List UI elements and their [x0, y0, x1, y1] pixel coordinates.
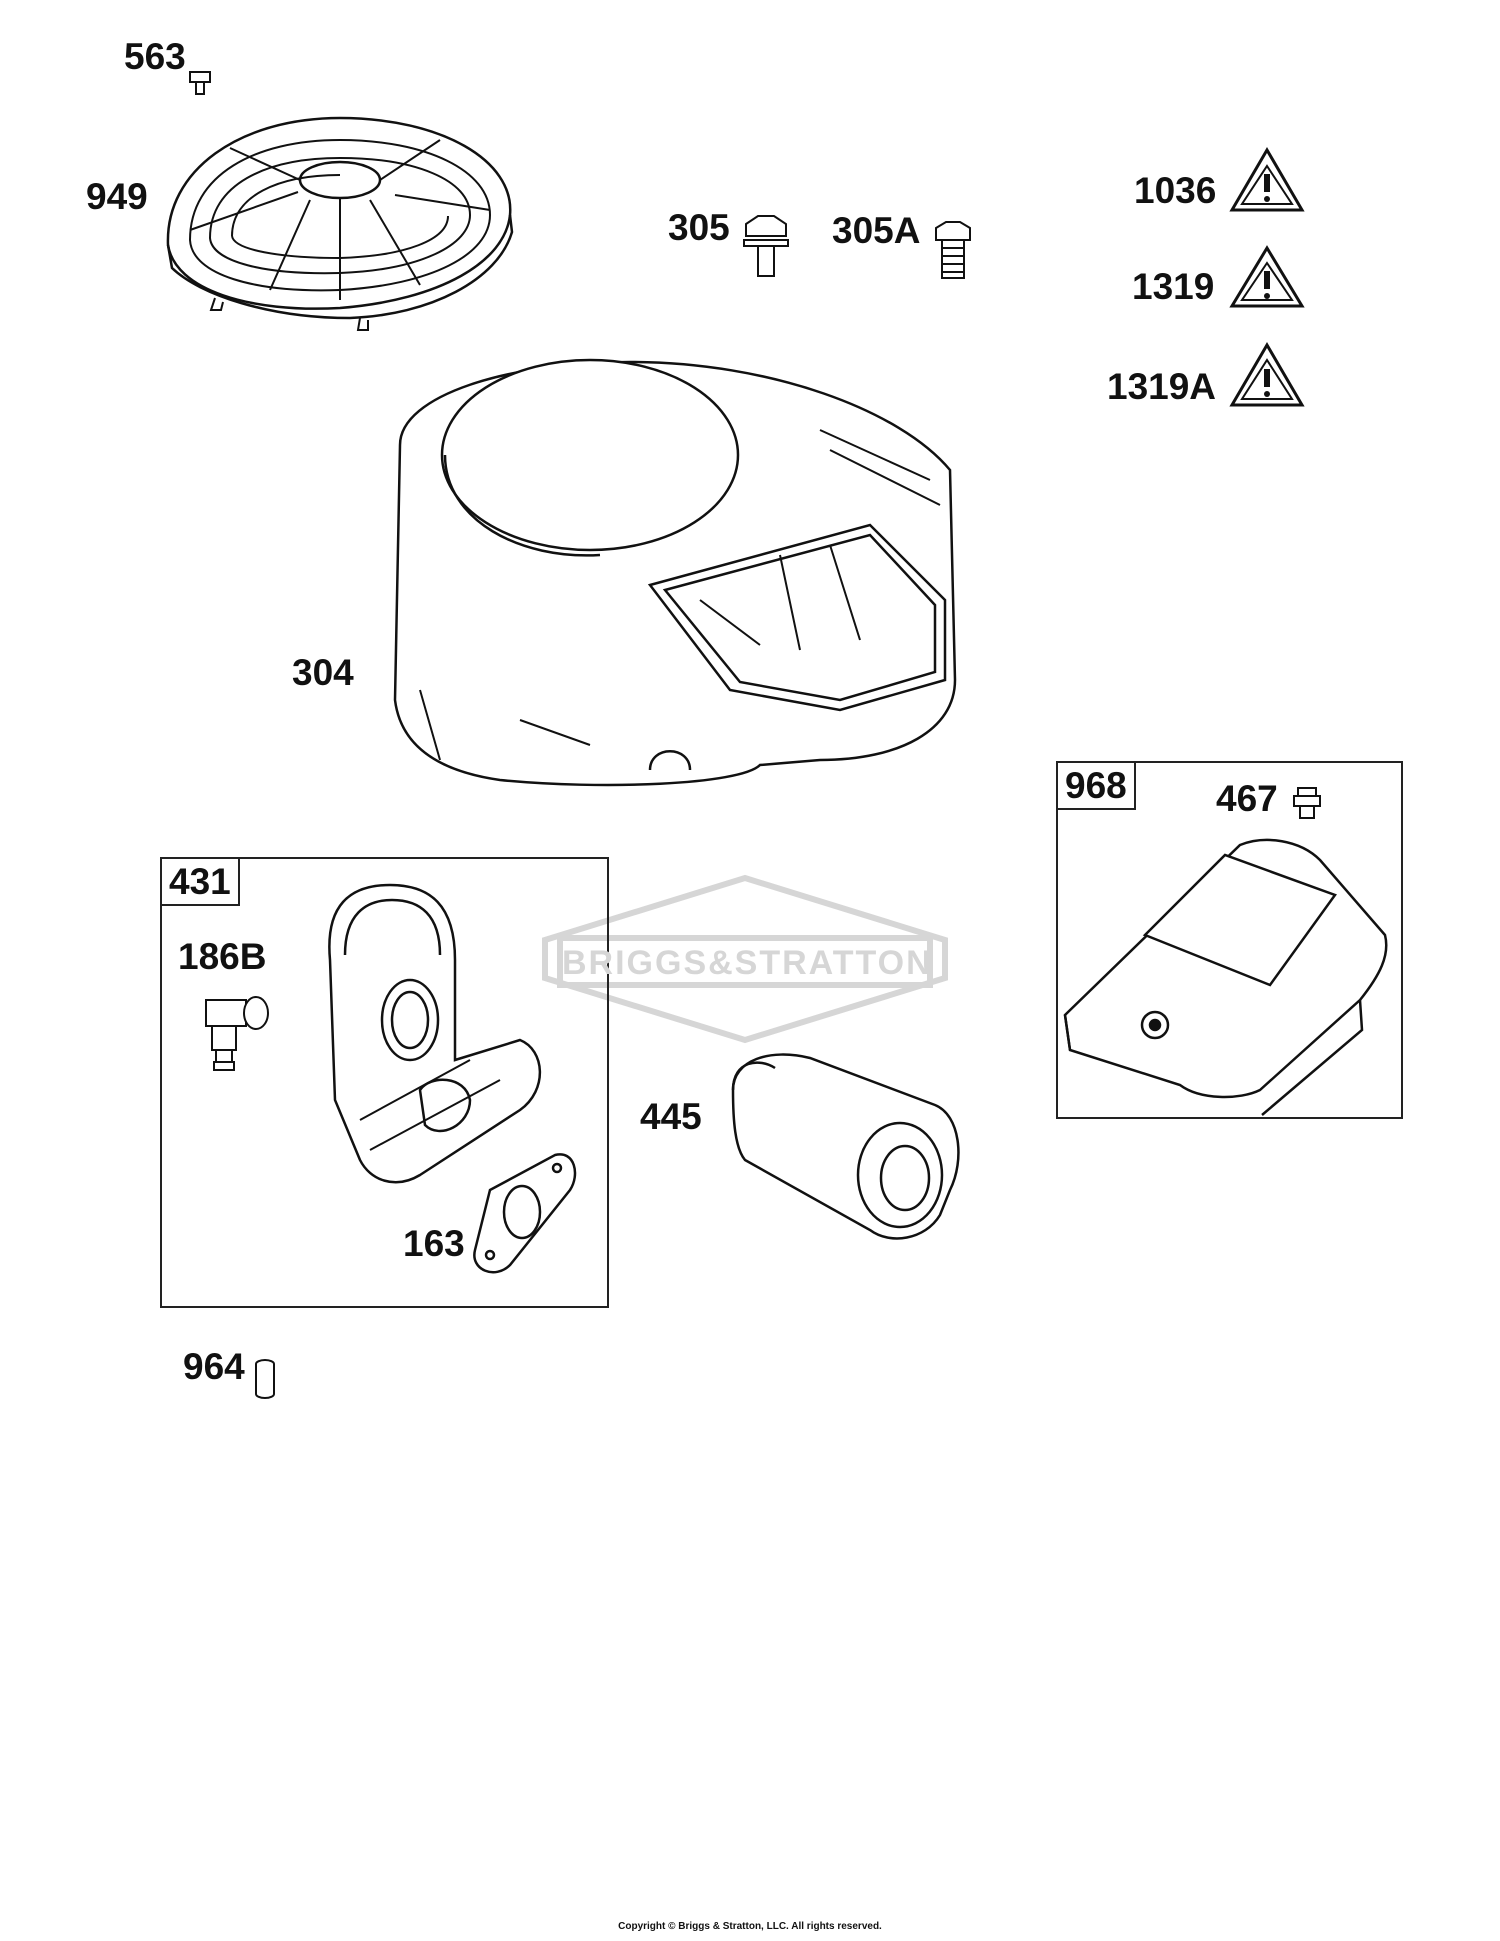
kit-label-431: 431	[162, 859, 240, 906]
bolt-305-icon	[743, 215, 789, 277]
kit-box-431: 431	[160, 857, 609, 1308]
part-label-163: 163	[403, 1223, 465, 1264]
warning-label-1319-icon	[1229, 245, 1305, 308]
air-filter-445-icon	[731, 1053, 960, 1240]
blower-grille-949-icon	[166, 116, 514, 331]
part-label-305: 305	[668, 207, 730, 248]
elbow-fitting-186b-icon	[205, 996, 269, 1071]
spacer-964-icon	[255, 1359, 275, 1399]
air-intake-431-icon	[328, 883, 542, 1184]
blower-housing-304-icon	[393, 358, 957, 787]
part-label-445: 445	[640, 1096, 702, 1137]
part-label-467: 467	[1216, 778, 1278, 819]
part-label-1036: 1036	[1134, 170, 1217, 211]
watermark-brand-text: BRIGGS&STRATTON	[562, 944, 933, 982]
part-label-949: 949	[86, 176, 148, 217]
part-label-1319: 1319	[1132, 266, 1215, 307]
part-label-305a: 305A	[832, 210, 921, 251]
part-label-1319a: 1319A	[1107, 366, 1217, 407]
part-label-186b: 186B	[178, 936, 267, 977]
briggs-stratton-watermark-logo	[542, 874, 948, 1044]
copyright-footer: Copyright © Briggs & Stratton, LLC. All …	[618, 1921, 882, 1932]
part-label-563: 563	[124, 36, 186, 77]
knob-467-icon	[1293, 787, 1321, 819]
warning-label-1319a-icon	[1229, 342, 1305, 407]
kit-label-968: 968	[1058, 763, 1136, 810]
part-label-304: 304	[292, 652, 354, 693]
screw-563-icon	[189, 71, 211, 95]
gasket-163-icon	[473, 1153, 577, 1274]
air-cleaner-cover-968-icon	[1063, 838, 1388, 1116]
bolt-305a-icon	[935, 221, 971, 279]
kit-box-968: 968	[1056, 761, 1403, 1119]
part-label-964: 964	[183, 1346, 245, 1387]
warning-label-1036-icon	[1229, 147, 1305, 212]
